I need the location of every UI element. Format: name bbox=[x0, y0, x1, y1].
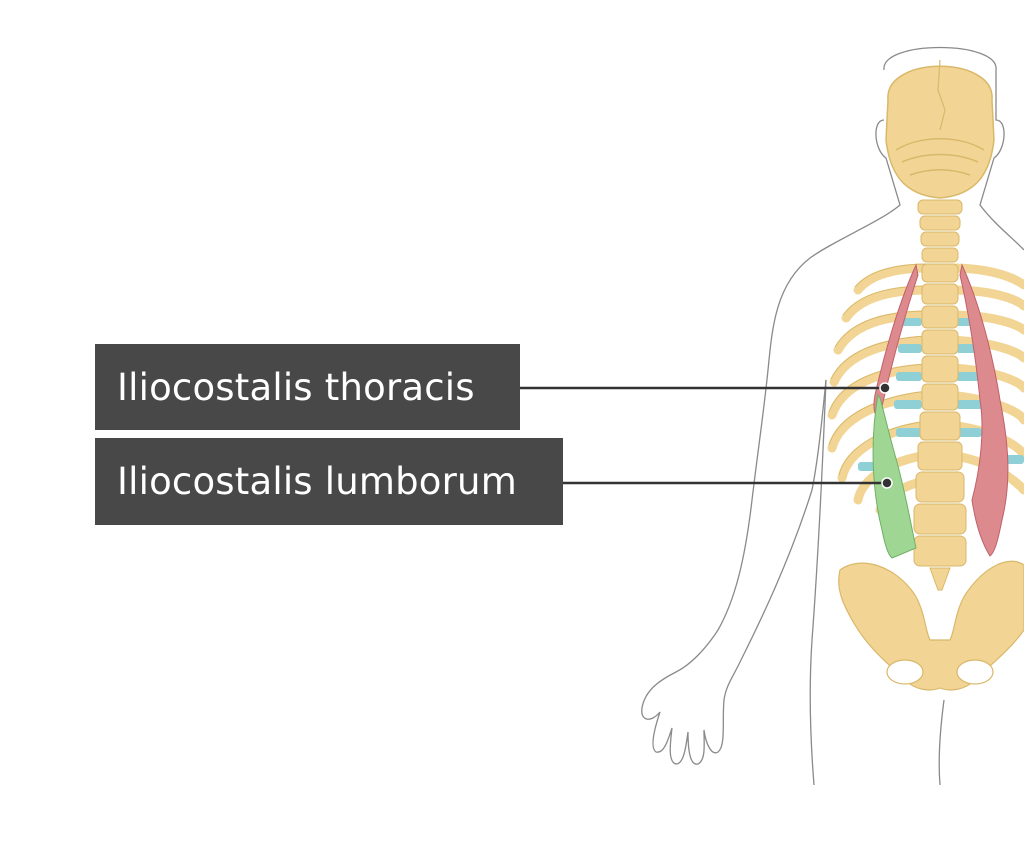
label-iliocostalis-thoracis: Iliocostalis thoracis bbox=[95, 344, 520, 430]
intercostal-muscles bbox=[858, 318, 1024, 471]
label-iliocostalis-lumborum: Iliocostalis lumborum bbox=[95, 438, 563, 525]
pointer-dot-lumborum bbox=[881, 477, 893, 489]
pelvis bbox=[838, 560, 1024, 691]
iliocostalis-lumborum-muscle bbox=[872, 393, 917, 559]
vertebral-column bbox=[913, 199, 967, 591]
pointer-dot-thoracis bbox=[879, 382, 891, 394]
rib-cage bbox=[827, 263, 1024, 515]
rib-outlines bbox=[828, 263, 929, 476]
skull bbox=[885, 59, 995, 199]
label-iliocostalis-lumborum-text: Iliocostalis lumborum bbox=[117, 460, 517, 503]
body-outline bbox=[641, 46, 1024, 786]
label-iliocostalis-thoracis-text: Iliocostalis thoracis bbox=[117, 365, 475, 409]
leader-lines bbox=[520, 386, 887, 485]
